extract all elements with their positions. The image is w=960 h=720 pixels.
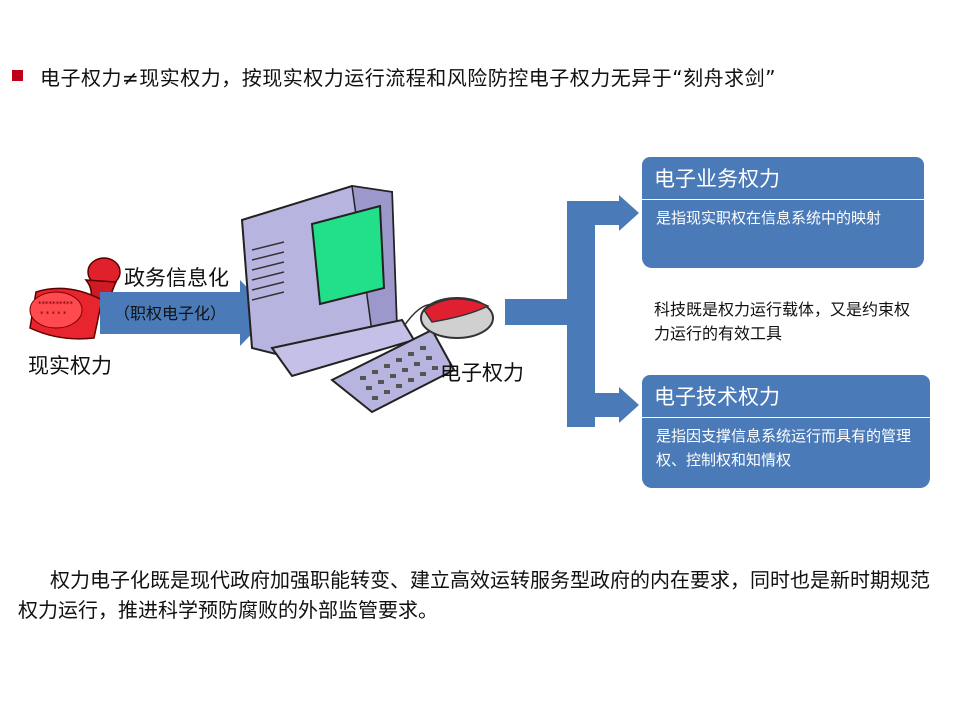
summary-paragraph: 权力电子化既是现代政府加强职能转变、建立高效运转服务型政府的内在要求，同时也是新… (18, 568, 930, 622)
computer-icon (240, 184, 494, 414)
page-title: 电子权力≠现实权力，按现实权力运行流程和风险防控电子权力无异于“刻舟求剑” (40, 66, 776, 90)
title-bullet (12, 70, 23, 81)
svg-text:* * * * *: * * * * * (40, 310, 67, 318)
input-arrow (100, 280, 272, 346)
svg-text:**********: ********** (38, 300, 74, 308)
panel-technical-power-title: 电子技术权力 (642, 375, 930, 417)
computer-label: 电子权力 (440, 361, 524, 385)
panel-business-power-title: 电子业务权力 (642, 157, 924, 199)
split-connector (505, 195, 639, 427)
panel-business-power-body: 是指现实职权在信息系统中的映射 (642, 200, 924, 268)
arrow-top-label: 政务信息化 (124, 266, 229, 290)
arrow-inner-label: （职权电子化） (114, 304, 227, 323)
panel-technical-power-body: 是指因支撑信息系统运行而具有的管理权、控制权和知情权 (642, 418, 930, 488)
stamp-label: 现实权力 (28, 354, 112, 378)
middle-note: 科技既是权力运行载体，又是约束权力运行的有效工具 (654, 300, 911, 343)
